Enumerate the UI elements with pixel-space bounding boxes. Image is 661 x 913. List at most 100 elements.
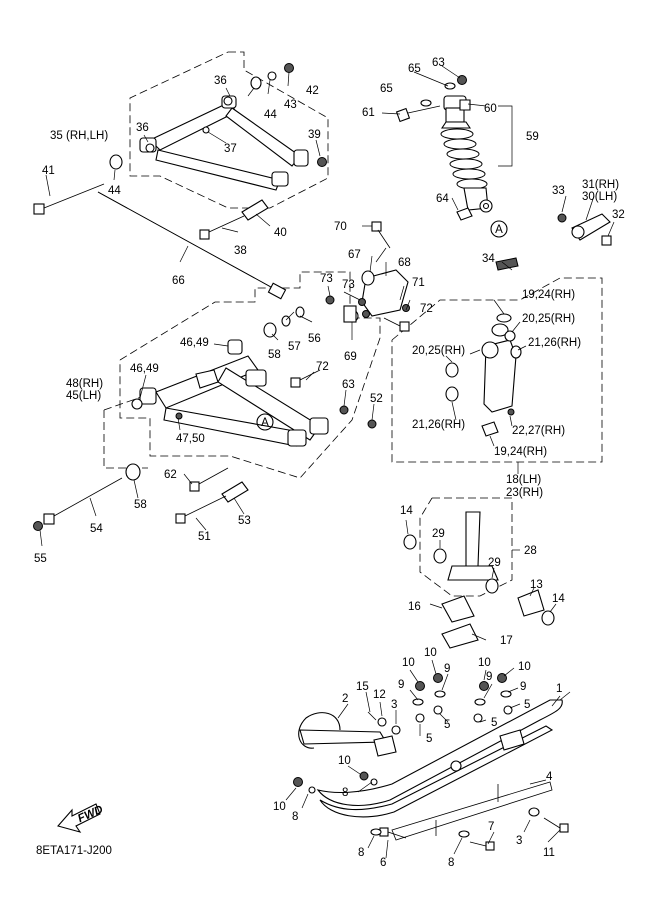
callout: 58 <box>134 499 147 511</box>
callout: 9 <box>444 663 450 675</box>
callout: 71 <box>412 277 425 289</box>
callout: 7 <box>488 821 494 833</box>
callout: 19,24(RH) <box>494 446 547 458</box>
callout: 5 <box>491 717 497 729</box>
callout: 57 <box>288 341 301 353</box>
callout: 36 <box>136 122 149 134</box>
callout: 10 <box>338 755 351 767</box>
callout: 38 <box>234 245 247 257</box>
callout: 73 <box>320 273 333 285</box>
callout: 8 <box>342 787 348 799</box>
shock-absorber <box>395 75 513 221</box>
callout: 37 <box>224 143 237 155</box>
fwd-arrow-icon: FWD <box>57 803 105 833</box>
callout: 21,26(RH) <box>528 337 581 349</box>
callout: 13 <box>530 579 543 591</box>
callout: 44 <box>264 109 277 121</box>
callout: 66 <box>172 275 185 287</box>
callout: 21,26(RH) <box>412 419 465 431</box>
callout: 8 <box>448 857 454 869</box>
callout: 33 <box>552 185 565 197</box>
callout: 4 <box>546 771 553 783</box>
spindle-post <box>403 511 555 649</box>
callout: 39 <box>308 129 321 141</box>
callout: 1 <box>556 683 562 695</box>
callout: 12 <box>373 689 386 701</box>
callout: 69 <box>344 351 357 363</box>
callout: 73 <box>342 279 355 291</box>
callout: 5 <box>524 699 530 711</box>
diagram-code: 8ETA171-J200 <box>36 845 112 857</box>
callout: 3 <box>516 835 522 847</box>
callout: 42 <box>306 85 319 97</box>
ski <box>293 673 569 851</box>
callout: 35 (RH,LH) <box>50 130 108 142</box>
callout: 22,27(RH) <box>512 425 565 437</box>
callout: 11 <box>543 847 555 859</box>
callout: 56 <box>308 333 321 345</box>
callout: 58 <box>268 349 281 361</box>
callouts: 1 2 3 3 4 5 5 5 5 6 7 8 8 8 8 9 9 9 9 10… <box>34 57 625 869</box>
callout: 8 <box>358 847 364 859</box>
callout: 2 <box>342 693 348 705</box>
callout: 19,24(RH) <box>522 289 575 301</box>
callout: 8 <box>292 811 298 823</box>
callout: 34 <box>482 253 495 265</box>
callout: 9 <box>520 681 526 693</box>
callout: 5 <box>426 733 432 745</box>
callout: 46,49 <box>180 337 209 349</box>
callout: 14 <box>552 593 565 605</box>
callout: 20,25(RH) <box>522 313 575 325</box>
callout: 68 <box>398 257 411 269</box>
callout: 14 <box>400 505 413 517</box>
callout: 47,50 <box>176 433 205 445</box>
callout: 5 <box>444 719 450 731</box>
callout: 30(LH) <box>582 191 617 203</box>
callout: 53 <box>238 515 251 527</box>
callout: 32 <box>612 209 625 221</box>
spindle <box>445 213 612 437</box>
callout: 41 <box>42 165 55 177</box>
leader-lines <box>39 65 615 859</box>
callout: 54 <box>90 523 103 535</box>
callout: 29 <box>432 528 445 540</box>
callout: 65 <box>380 83 393 95</box>
callout: 28 <box>524 545 537 557</box>
callout: 70 <box>334 221 347 233</box>
callout: 36 <box>214 75 227 87</box>
callout: 15 <box>356 681 369 693</box>
callout: 63 <box>342 379 355 391</box>
callout: 62 <box>164 469 177 481</box>
callout: 16 <box>408 601 421 613</box>
callout: 10 <box>518 661 531 673</box>
callout: 63 <box>432 57 445 69</box>
callout: 46,49 <box>130 363 159 375</box>
svg-text:A: A <box>495 224 503 236</box>
callout: 48(RH) <box>66 378 103 390</box>
callout: 45(LH) <box>66 390 101 402</box>
callout: 59 <box>526 131 539 143</box>
callout: 67 <box>348 249 361 261</box>
callout: 60 <box>484 103 497 115</box>
callout: 72 <box>420 303 433 315</box>
callout: 10 <box>424 647 437 659</box>
callout: 29 <box>488 557 501 569</box>
callout: 52 <box>370 393 383 405</box>
callout: 6 <box>380 857 386 869</box>
callout: 65 <box>408 63 421 75</box>
svg-text:A: A <box>261 417 269 429</box>
callout: 61 <box>362 107 375 119</box>
ref-marker-a-shock: A <box>490 220 508 238</box>
steering-linkage <box>325 221 410 332</box>
callout: 9 <box>398 679 404 691</box>
callout: 20,25(RH) <box>412 345 465 357</box>
callout: 10 <box>402 657 415 669</box>
callout: 43 <box>284 99 297 111</box>
callout: 40 <box>274 227 287 239</box>
lower-a-arm <box>33 306 377 531</box>
upper-a-arm <box>33 63 327 240</box>
callout: 3 <box>391 699 397 711</box>
callout: 18(LH) <box>506 474 541 486</box>
callout: 10 <box>273 801 286 813</box>
